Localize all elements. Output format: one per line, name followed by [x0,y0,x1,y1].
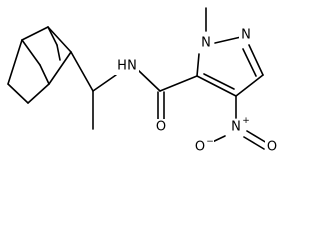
bond-n2-c3-a [248,44,264,76]
bond-cage-to-ch [70,51,94,92]
bond-c3-c4 [235,74,264,97]
amide-n-label: N [127,59,137,74]
bond-n2-c3-b [242,48,257,77]
n2-label: N [241,28,251,43]
atom-labels: H N N N O N + O − O [113,27,280,155]
bond-cage-bridge-1 [21,39,41,66]
bond-cage-5 [7,83,29,104]
atom-carbonyl-o: O [153,119,168,135]
bond-cage-2 [47,26,72,53]
carbonyl-o-label: O [156,120,166,135]
atom-amide-nh: H N [113,58,139,75]
atom-n2: N [239,27,254,43]
bond-n1-n2 [214,36,242,44]
bonds [7,7,268,150]
bond-cage-3 [48,51,72,85]
bond-cage-bridge-2 [39,64,50,85]
atom-nitro-n: N + [228,116,250,135]
nitro-n-label: N [231,120,241,135]
bond-ch-nh [92,74,117,92]
bond-cage-4 [27,83,50,104]
nitro-n-charge: + [242,116,250,126]
atom-nitro-o-double: O [265,139,280,155]
bond-c4-c5-a [196,75,237,97]
n1-label: N [201,36,211,51]
bond-c4-c5-b [203,73,235,90]
bond-cage-1 [21,26,49,41]
bond-nitro-o-double-b [243,136,265,150]
bond-c5-n1 [196,53,200,77]
nitro-o-double-label: O [267,140,277,155]
bond-cage-8 [56,44,61,61]
structure-canvas: H N N N O N + O − O [7,7,280,155]
molecule-drawing: H N N N O N + O − O [7,7,280,155]
bond-nitro-o-double-a [246,130,268,144]
amide-h-label: H [117,59,127,74]
bond-nh-co [137,69,161,92]
nitro-o-single-label: O [195,140,205,155]
atom-n1: N [199,35,214,51]
atom-nitro-o-single: O − [193,137,214,155]
bond-co-c5 [159,75,198,92]
bond-cage-7 [47,26,58,46]
bond-cage-6 [7,39,23,85]
nitro-o-charge: − [206,137,214,147]
